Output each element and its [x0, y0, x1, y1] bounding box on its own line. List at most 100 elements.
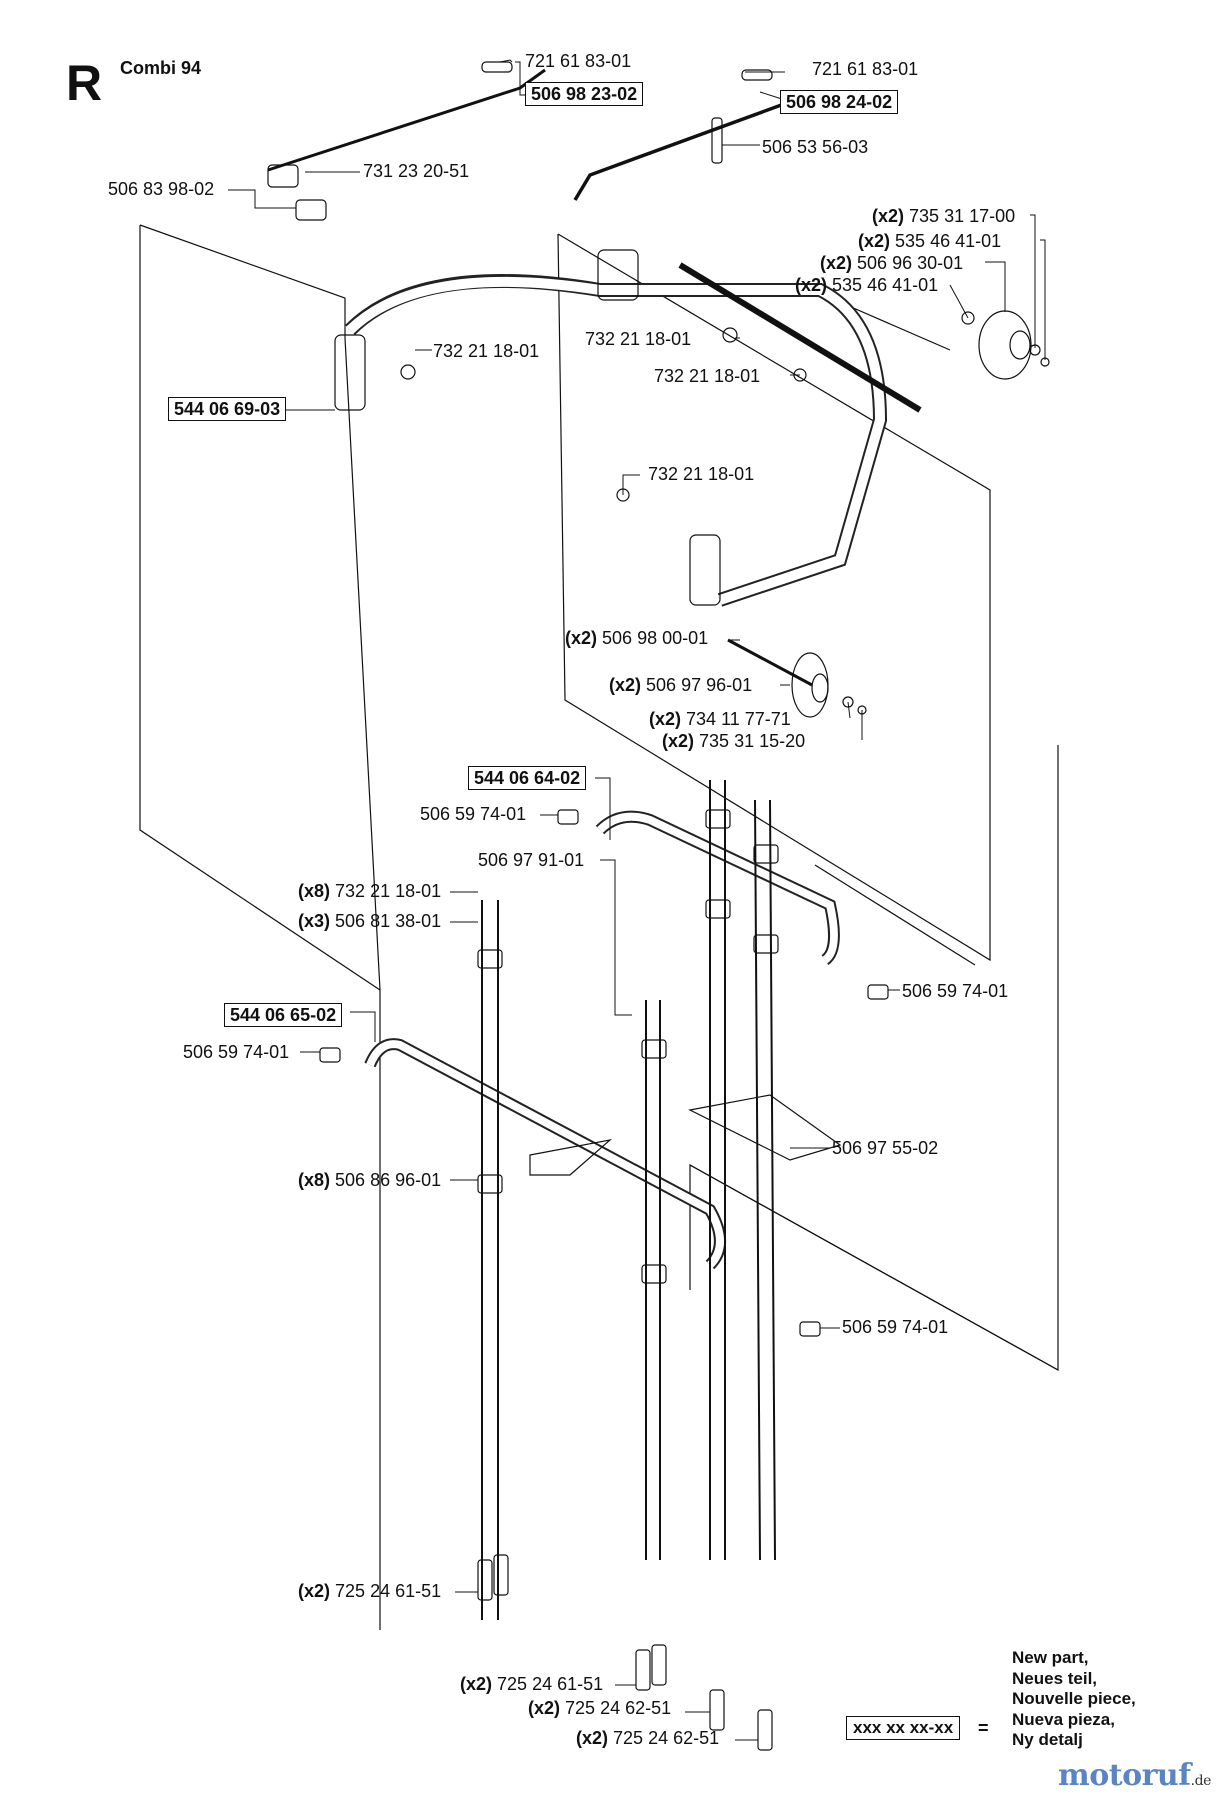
- part-number: 506 98 24-02: [786, 92, 893, 112]
- part-number: 725 24 61-51: [497, 1674, 604, 1694]
- bolt-mid-right: [867, 984, 889, 1000]
- part-qty: (x8): [298, 1170, 331, 1190]
- part-number: 506 98 00-01: [602, 628, 709, 648]
- panel-left: [139, 224, 381, 1630]
- upper-handle-inner: [346, 276, 886, 605]
- watermark-main: motoruf: [1058, 1758, 1191, 1793]
- handle-bracket-center: [597, 249, 639, 301]
- legend-new-part-box: xxx xx xx-xx: [846, 1716, 961, 1740]
- part-number: 732 21 18-01: [335, 881, 442, 901]
- part-label-p3: 721 61 83-01: [812, 58, 918, 80]
- part-qty: (x2): [576, 1728, 609, 1748]
- leader-lines: [228, 59, 1046, 1741]
- part-label-p15: 732 21 18-01: [654, 365, 760, 387]
- part-number: 734 11 77-71: [686, 709, 791, 729]
- part-number: 544 06 69-03: [174, 399, 281, 419]
- part-label-p28: 506 59 74-01: [183, 1041, 289, 1063]
- part-qty: (x2): [609, 675, 642, 695]
- part-number: 735 31 15-20: [699, 731, 806, 751]
- legend-equals: =: [978, 1718, 989, 1738]
- part-label-p33: (x2) 725 24 61-51: [460, 1673, 603, 1695]
- part-number: 535 46 41-01: [832, 275, 939, 295]
- legend-line: New part,: [1012, 1648, 1089, 1667]
- part-label-p23: 506 97 91-01: [478, 849, 584, 871]
- part-label-p24: (x8) 732 21 18-01: [298, 880, 441, 902]
- part-label-p5: 506 53 56-03: [762, 136, 868, 158]
- part-number: 544 06 65-02: [230, 1005, 337, 1025]
- part-number: 506 96 30-01: [857, 253, 964, 273]
- part-qty: (x2): [528, 1698, 561, 1718]
- handle-bracket-lower: [689, 534, 721, 606]
- part-number: 506 59 74-01: [183, 1042, 290, 1062]
- part-label-p4: 506 98 24-02: [780, 90, 899, 114]
- part-qty: (x8): [298, 881, 331, 901]
- part-number: 725 24 61-51: [335, 1581, 442, 1601]
- part-qty: (x2): [460, 1674, 493, 1694]
- part-number: 506 59 74-01: [420, 804, 527, 824]
- part-label-p12: 732 21 18-01: [433, 340, 539, 362]
- part-qty: (x2): [298, 1581, 331, 1601]
- part-label-p32: (x2) 725 24 61-51: [298, 1580, 441, 1602]
- panel-lower: [689, 1164, 1059, 1371]
- part-number: 506 97 96-01: [646, 675, 753, 695]
- spring: [711, 117, 723, 164]
- part-label-p29: 506 97 55-02: [832, 1137, 938, 1159]
- part-label-p7: 506 83 98-02: [108, 178, 214, 200]
- part-label-p27: 544 06 65-02: [224, 1003, 343, 1027]
- section-letter: R: [66, 55, 103, 111]
- part-label-p17: (x2) 506 98 00-01: [565, 627, 708, 649]
- part-number: 732 21 18-01: [585, 329, 692, 349]
- part-label-p21: 544 06 64-02: [468, 766, 587, 790]
- part-number: 732 21 18-01: [648, 464, 755, 484]
- part-number: 725 24 62-51: [565, 1698, 672, 1718]
- part-number: 506 83 98-02: [108, 179, 215, 199]
- part-label-p22: 506 59 74-01: [420, 803, 526, 825]
- part-label-p10: (x2) 506 96 30-01: [820, 252, 963, 274]
- part-number: 721 61 83-01: [812, 59, 919, 79]
- part-number: 506 53 56-03: [762, 137, 869, 157]
- part-number: 544 06 64-02: [474, 768, 581, 788]
- part-number: 721 61 83-01: [525, 51, 632, 71]
- part-label-p18: (x2) 506 97 96-01: [609, 674, 752, 696]
- cross-rod: [678, 262, 922, 413]
- part-number: 506 81 38-01: [335, 911, 442, 931]
- part-qty: (x3): [298, 911, 331, 931]
- panel-left-edge: [139, 225, 381, 991]
- part-number: 506 97 55-02: [832, 1138, 939, 1158]
- legend-line: Nouvelle piece,: [1012, 1689, 1136, 1708]
- part-label-p14: 544 06 69-03: [168, 397, 287, 421]
- part-label-p26: 506 59 74-01: [902, 980, 1008, 1002]
- lower-bar: [364, 1038, 726, 1270]
- part-qty: (x2): [872, 206, 905, 226]
- part-number: 506 59 74-01: [902, 981, 1009, 1001]
- cable-end-1: [481, 61, 513, 73]
- rod-4: [754, 799, 761, 1561]
- legend-line: Ny detalj: [1012, 1730, 1083, 1749]
- part-label-p31: 506 59 74-01: [842, 1316, 948, 1338]
- legend-new-part-text: New part, Neues teil, Nouvelle piece, Nu…: [1012, 1648, 1136, 1751]
- part-number: 535 46 41-01: [895, 231, 1002, 251]
- part-label-p13: 732 21 18-01: [585, 328, 691, 350]
- watermark-logo: motoruf.de: [1058, 1758, 1211, 1793]
- part-number: 506 98 23-02: [531, 84, 638, 104]
- part-label-p35: (x2) 725 24 62-51: [576, 1727, 719, 1749]
- panel-small: [814, 864, 976, 966]
- part-label-p11: (x2) 535 46 41-01: [795, 274, 938, 296]
- bolt-low-left: [319, 1047, 341, 1063]
- deflector-plate: [529, 1139, 613, 1176]
- panel-center: [557, 233, 991, 962]
- clamp-top: [267, 164, 299, 188]
- cable-end-2: [741, 69, 773, 81]
- panel-right: [689, 745, 1059, 1372]
- part-label-p6: 731 23 20-51: [363, 160, 469, 182]
- part-label-p34: (x2) 725 24 62-51: [528, 1697, 671, 1719]
- watermark-suffix: .de: [1190, 1773, 1212, 1789]
- bolt-low-right: [799, 1321, 821, 1337]
- part-number: 725 24 62-51: [613, 1728, 720, 1748]
- throttle-cable: [267, 68, 546, 172]
- part-qty: (x2): [565, 628, 598, 648]
- part-qty: (x2): [858, 231, 891, 251]
- part-number: 731 23 20-51: [363, 161, 470, 181]
